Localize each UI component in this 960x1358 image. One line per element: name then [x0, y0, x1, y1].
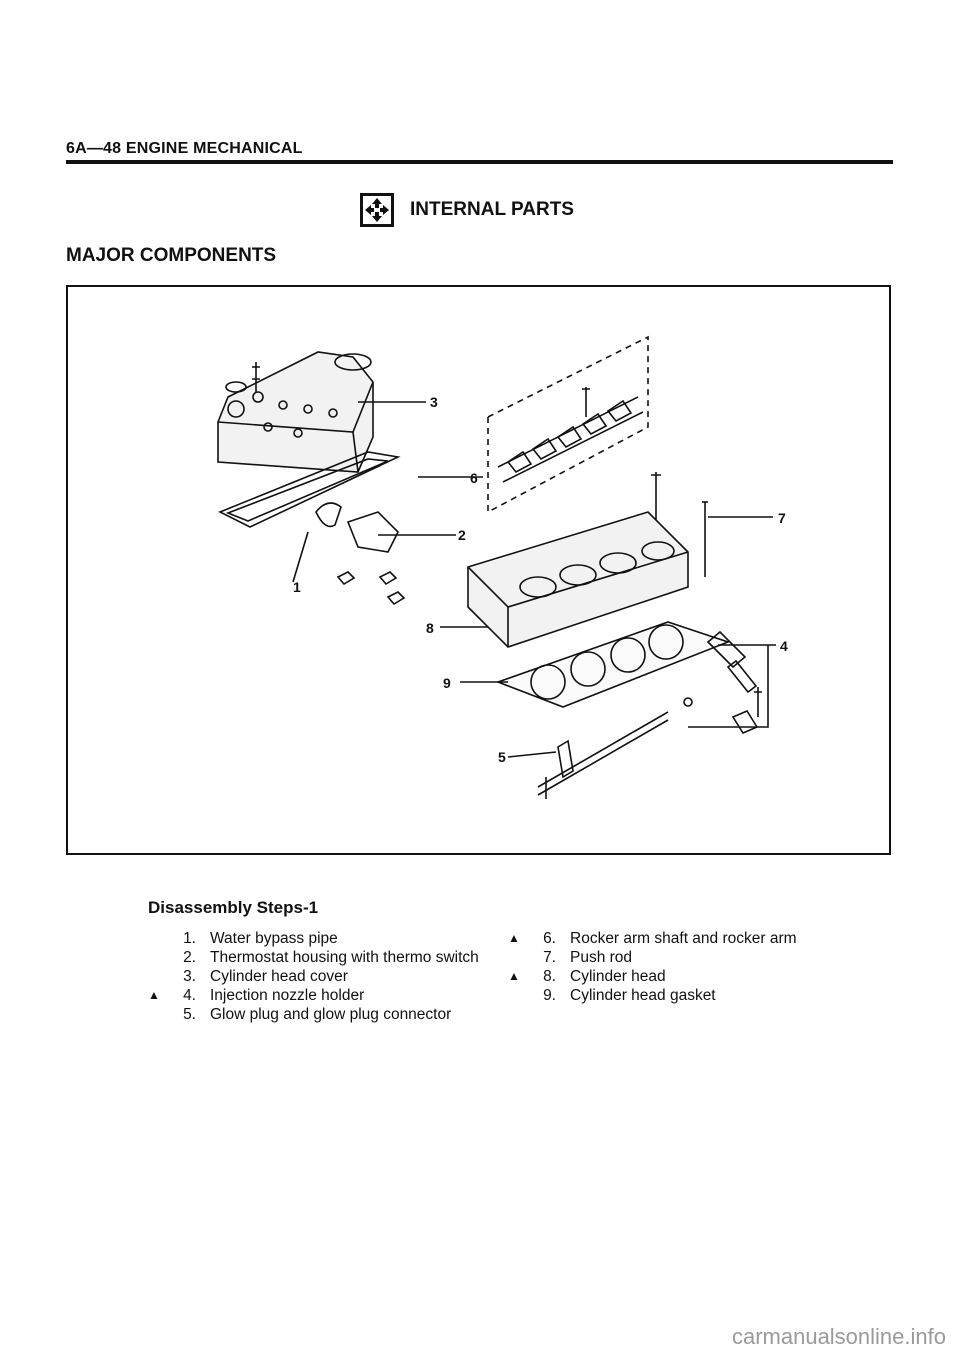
section-title: INTERNAL PARTS: [410, 199, 574, 220]
step-marker: [148, 967, 170, 986]
step-marker: ▲: [148, 988, 160, 1002]
step-item-3: 3. Cylinder head cover: [148, 967, 488, 986]
step-item-9: 9. Cylinder head gasket: [508, 986, 838, 1005]
step-marker: [148, 1005, 170, 1024]
callout-9: 9: [443, 675, 451, 691]
step-text: Rocker arm shaft and rocker arm: [570, 930, 797, 947]
steps-list-left: 1. Water bypass pipe 2. Thermostat housing…: [148, 929, 488, 1024]
step-number: 5.: [183, 1006, 196, 1023]
step-text: Thermostat housing with thermo switch: [210, 949, 479, 966]
step-item-4: ▲ 4. Injection nozzle holder: [148, 986, 488, 1005]
disassembly-arrows-icon: [360, 193, 394, 227]
step-marker: [148, 929, 170, 948]
callout-5: 5: [498, 749, 506, 765]
header-rule: [66, 160, 893, 164]
steps-list-right: ▲ 6. Rocker arm shaft and rocker arm 7. Pus…: [508, 929, 838, 1005]
step-text: Glow plug and glow plug connector: [210, 1006, 452, 1023]
callout-6: 6: [470, 470, 478, 486]
page-subtitle: MAJOR COMPONENTS: [66, 245, 277, 266]
page-header: 6A—48 ENGINE MECHANICAL: [66, 140, 303, 157]
site-watermark: carmanualsonline.info: [731, 1324, 946, 1349]
step-item-2: 2. Thermostat housing with thermo switch: [148, 948, 488, 967]
callout-2: 2: [458, 527, 466, 543]
step-number: 8.: [543, 968, 556, 985]
step-number: 2.: [183, 949, 196, 966]
step-marker: ▲: [508, 931, 520, 945]
callout-1: 1: [293, 579, 301, 595]
steps-title: Disassembly Steps-1: [148, 898, 319, 917]
section-heading: INTERNAL PARTS: [360, 193, 574, 227]
step-item-1: 1. Water bypass pipe: [148, 929, 488, 948]
step-marker: [508, 986, 530, 1005]
step-number: 7.: [543, 949, 556, 966]
step-number: 9.: [543, 987, 556, 1004]
callout-3: 3: [430, 394, 438, 410]
step-item-7: 7. Push rod: [508, 948, 838, 967]
step-item-6: ▲ 6. Rocker arm shaft and rocker arm: [508, 929, 838, 948]
step-marker: [148, 948, 170, 967]
step-text: Push rod: [570, 949, 633, 966]
step-number: 4.: [183, 987, 196, 1004]
exploded-view-figure: 1 2 3 4 5 6 7 8 9: [66, 285, 891, 855]
step-text: Cylinder head gasket: [570, 987, 716, 1004]
step-marker: [508, 948, 530, 967]
callout-4: 4: [780, 638, 788, 654]
callout-8: 8: [426, 620, 434, 636]
callout-7: 7: [778, 510, 786, 526]
step-number: 1.: [183, 930, 196, 947]
step-item-8: ▲ 8. Cylinder head: [508, 967, 838, 986]
step-text: Cylinder head cover: [210, 968, 348, 985]
step-text: Cylinder head: [570, 968, 666, 985]
step-item-5: 5. Glow plug and glow plug connector: [148, 1005, 488, 1024]
step-text: Injection nozzle holder: [210, 987, 365, 1004]
step-marker: ▲: [508, 969, 520, 983]
step-number: 3.: [183, 968, 196, 985]
step-number: 6.: [543, 930, 556, 947]
step-text: Water bypass pipe: [210, 930, 338, 947]
engine-exploded-diagram: 1 2 3 4 5 6 7 8 9: [217, 335, 788, 799]
